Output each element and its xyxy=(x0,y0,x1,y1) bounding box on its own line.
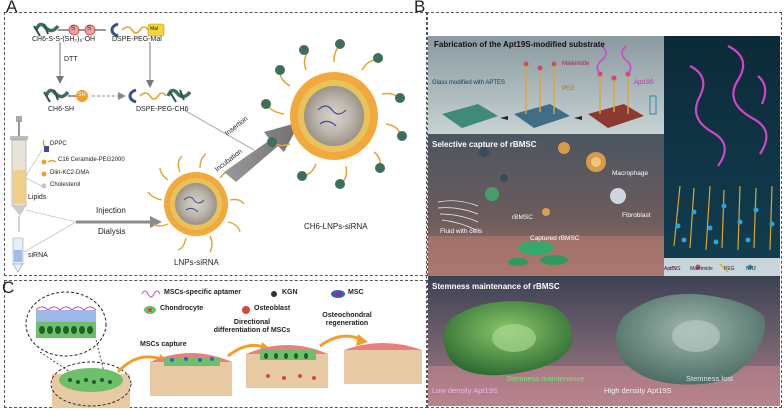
dtt-label: DTT xyxy=(64,56,78,63)
macrophage-label: Macrophage xyxy=(612,170,649,177)
dspe-peg-ch6-label: DSPE-PEG-CH6 xyxy=(136,106,189,113)
dspe-peg-mal-molecule xyxy=(110,22,165,38)
low-density-label: Low density Apt19S xyxy=(432,386,498,395)
captured-rbmsc-label: Captured rBMSC xyxy=(530,235,580,242)
legend-peg: PEG xyxy=(724,266,735,272)
lipid-chol-label: Cholesterol xyxy=(50,182,81,188)
panel-b-frame xyxy=(426,12,782,408)
lipid-ceramide-label: C16 Ceramide-PEG2000 xyxy=(58,157,125,163)
capture-title: Selective capture of rBMSC xyxy=(432,140,537,149)
stemness-title: Stemness maintenance of rBMSC xyxy=(432,282,560,291)
ch6-sh-molecule xyxy=(43,88,88,103)
lipid-dlin-label: Dlin-KC2-DMA xyxy=(50,170,90,176)
legend-osteoblast: Osteoblast xyxy=(254,305,291,312)
sh-label: SH xyxy=(78,92,86,98)
lipid-dppc-label: DPPC xyxy=(50,141,67,147)
sirna-tube-icon xyxy=(12,237,24,273)
high-density-label: High density Apt19S xyxy=(604,386,672,395)
injection-label: Injection xyxy=(96,206,126,215)
legend-apt19s: Apt19S xyxy=(664,266,681,272)
sirna-label: siRNA xyxy=(28,252,48,259)
stemness-lost-label: Stemness lost xyxy=(686,374,734,383)
panel-a-letter: A xyxy=(6,0,18,16)
legend-nh2: NH2 xyxy=(746,266,757,272)
legend-maleimide: Maleimide xyxy=(690,266,713,272)
glass-label: Glass modified with APTES xyxy=(432,80,506,86)
ch6-lnps-sirna-label: CH6-LNPs-siRNA xyxy=(304,222,368,231)
legend-msc: MSC xyxy=(348,289,364,296)
ch6-ss-molecule xyxy=(33,22,106,37)
fluid-label: Fluid with cells xyxy=(440,228,483,235)
ch6-lnp-sirna-particle xyxy=(261,39,407,189)
maleimide-label: Maleimide xyxy=(562,61,590,67)
dialysis-label: Dialysis xyxy=(98,227,126,236)
fabrication-title: Fabrication of the Apt19S-modified subst… xyxy=(434,40,605,49)
legend-aptamer: MSCs-specific aptamer xyxy=(164,289,242,296)
peg-label: PEG xyxy=(562,86,575,92)
osteochondral-label: Osteochondral regeneration xyxy=(322,312,372,327)
legend-kgn: KGN xyxy=(282,289,298,296)
lipids-label: Lipids xyxy=(28,194,47,201)
lnps-sirna-label: LNPs-siRNA xyxy=(174,258,219,267)
panel-c-graphics xyxy=(25,290,422,408)
directional-diff-label: Directional differentiation of MSCs xyxy=(213,319,291,334)
ch6-sh-label: CH6-SH xyxy=(48,106,75,113)
panel-c-letter: C xyxy=(2,278,15,297)
dspe-peg-mal-label: DSPE-PEG-Mal xyxy=(112,36,162,43)
mal-label: Mal xyxy=(150,26,159,32)
panel-a-graphics xyxy=(10,22,407,273)
panel-a-frame xyxy=(4,12,428,276)
fibroblast-label: Fibroblast xyxy=(622,212,651,219)
panel-b-graphics xyxy=(428,36,780,406)
panel-b-letter: B xyxy=(414,0,426,16)
lnp-sirna-particle xyxy=(147,153,245,253)
panel-c-frame xyxy=(4,280,428,408)
legend-chondrocyte: Chondrocyte xyxy=(160,305,204,312)
apt19s-label: Apt19S xyxy=(634,80,654,86)
syringe-icon xyxy=(10,116,28,232)
s-label-1: S xyxy=(71,26,76,32)
msc-capture-label: MSCs capture xyxy=(140,341,187,348)
stemness-maintenance-label: Stemness maintenance xyxy=(506,374,585,383)
dspe-peg-ch6-molecule xyxy=(128,88,192,104)
s-label-2: S xyxy=(87,26,92,32)
ch6-ss-label: CH6-S-S-(SH₂)₆-OH xyxy=(32,36,96,43)
rbmsc-label: rBMSC xyxy=(512,214,533,221)
